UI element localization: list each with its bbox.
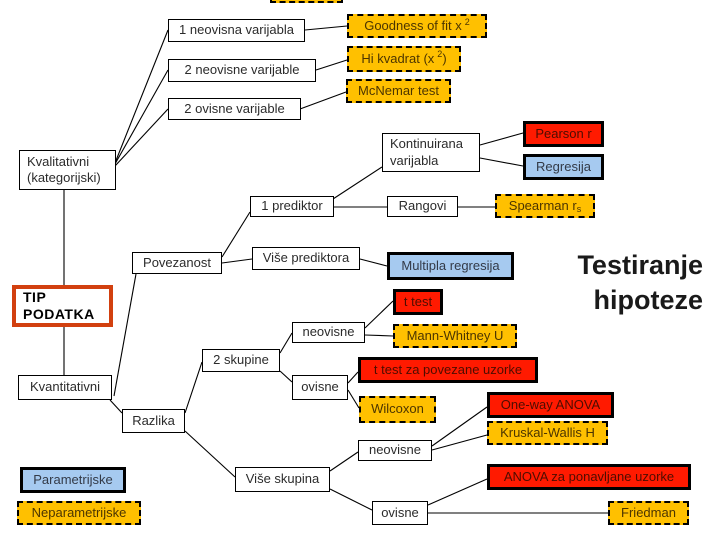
test-goodness-sup: 2 bbox=[464, 17, 470, 27]
node-razlika: Razlika bbox=[122, 409, 185, 433]
page-title: Testiranje hipoteze bbox=[540, 248, 703, 318]
connector-line bbox=[329, 451, 359, 472]
node-2-ovisne-varijable: 2 ovisne varijable bbox=[168, 98, 301, 120]
connector-line bbox=[359, 258, 388, 267]
node-povezanost: Povezanost bbox=[132, 252, 222, 274]
test-wilcoxon: Wilcoxon bbox=[359, 396, 436, 423]
node-tip-podatka: TIP PODATKA bbox=[12, 285, 113, 327]
connector-line bbox=[329, 488, 373, 511]
connector-line bbox=[427, 478, 488, 506]
connector-line bbox=[113, 273, 137, 397]
connector-line bbox=[114, 108, 169, 167]
node-1-prediktor: 1 prediktor bbox=[250, 196, 334, 217]
connector-line bbox=[347, 371, 359, 384]
node-vise-prediktora: Više prediktora bbox=[252, 247, 360, 270]
node-neovisne-upper: neovisne bbox=[292, 322, 365, 343]
test-mcnemar: McNemar test bbox=[346, 79, 451, 103]
cropped-box-fragment bbox=[270, 0, 343, 3]
connector-line bbox=[479, 157, 524, 167]
connector-line bbox=[431, 406, 488, 447]
node-2-neovisne-varijable: 2 neovisne varijable bbox=[168, 59, 316, 82]
connector-line bbox=[221, 258, 253, 264]
node-neovisne-lower: neovisne bbox=[358, 440, 432, 461]
node-kontinuirana-line1: Kontinuirana bbox=[390, 136, 463, 152]
connector-line bbox=[347, 389, 360, 409]
node-kvalitativni-line2: (kategorijski) bbox=[27, 170, 101, 185]
node-tip-line2: PODATKA bbox=[23, 306, 95, 322]
test-kruskal-wallis: Kruskal-Wallis H bbox=[487, 421, 608, 445]
connector-line bbox=[315, 59, 348, 71]
node-kvalitativni-line1: Kvalitativni bbox=[27, 153, 90, 169]
test-t-test-povezani-uzorci: t test za povezane uzorke bbox=[358, 357, 538, 383]
node-rangovi: Rangovi bbox=[387, 196, 458, 217]
test-spearman-label: Spearman r bbox=[508, 197, 577, 213]
connector-line bbox=[304, 25, 348, 31]
test-pearson-r: Pearson r bbox=[523, 121, 604, 147]
test-hi-kvadrat-label: Hi kvadrat (x bbox=[361, 50, 435, 66]
connector-line bbox=[479, 132, 524, 146]
connector-line bbox=[114, 69, 169, 165]
connector-line bbox=[299, 91, 347, 110]
node-1-neovisna-varijabla: 1 neovisna varijabla bbox=[168, 19, 305, 42]
page-title-line2: hipoteze bbox=[593, 285, 703, 315]
node-2-skupine: 2 skupine bbox=[202, 349, 280, 372]
node-kvantitativni: Kvantitativni bbox=[18, 375, 112, 400]
connector-line bbox=[221, 211, 251, 258]
legend-parametrijske: Parametrijske bbox=[20, 467, 126, 493]
connector-line bbox=[431, 434, 488, 451]
node-kontinuirana-varijabla: Kontinuirana varijabla bbox=[382, 133, 480, 172]
test-multipla-regresija: Multipla regresija bbox=[387, 252, 514, 280]
connector-line bbox=[279, 332, 293, 354]
test-friedman: Friedman bbox=[608, 501, 689, 525]
connector-line bbox=[279, 370, 293, 383]
connector-line bbox=[332, 166, 383, 200]
node-kvalitativni: Kvalitativni (kategorijski) bbox=[19, 150, 116, 190]
legend-neparametrijske: Neparametrijske bbox=[17, 501, 141, 525]
test-regresija: Regresija bbox=[523, 154, 604, 180]
test-mann-whitney: Mann-Whitney U bbox=[393, 324, 517, 348]
connector-line bbox=[109, 399, 123, 414]
test-anova-ponavljani-uzorci: ANOVA za ponavljane uzorke bbox=[487, 464, 691, 490]
connector-line bbox=[114, 29, 169, 164]
page-title-line1: Testiranje bbox=[577, 250, 703, 280]
test-oneway-anova: One-way ANOVA bbox=[487, 392, 614, 418]
connector-line bbox=[364, 334, 394, 337]
connector-line bbox=[184, 430, 236, 478]
test-spearman-sub: s bbox=[576, 204, 582, 214]
node-ovisne-upper: ovisne bbox=[292, 375, 348, 400]
node-ovisne-lower: ovisne bbox=[372, 501, 428, 525]
test-goodness-label: Goodness of fit x bbox=[364, 17, 462, 33]
test-t-test: t test bbox=[393, 289, 443, 315]
test-hi-kvadrat-sup: 2 bbox=[437, 49, 443, 59]
node-kontinuirana-line2: varijabla bbox=[390, 152, 439, 168]
connector-line bbox=[364, 300, 394, 329]
node-tip-line1: TIP bbox=[23, 288, 47, 305]
node-vise-skupina: Više skupina bbox=[235, 467, 330, 492]
test-hi-kvadrat-suffix: ) bbox=[442, 50, 447, 66]
connector-line bbox=[184, 361, 203, 414]
